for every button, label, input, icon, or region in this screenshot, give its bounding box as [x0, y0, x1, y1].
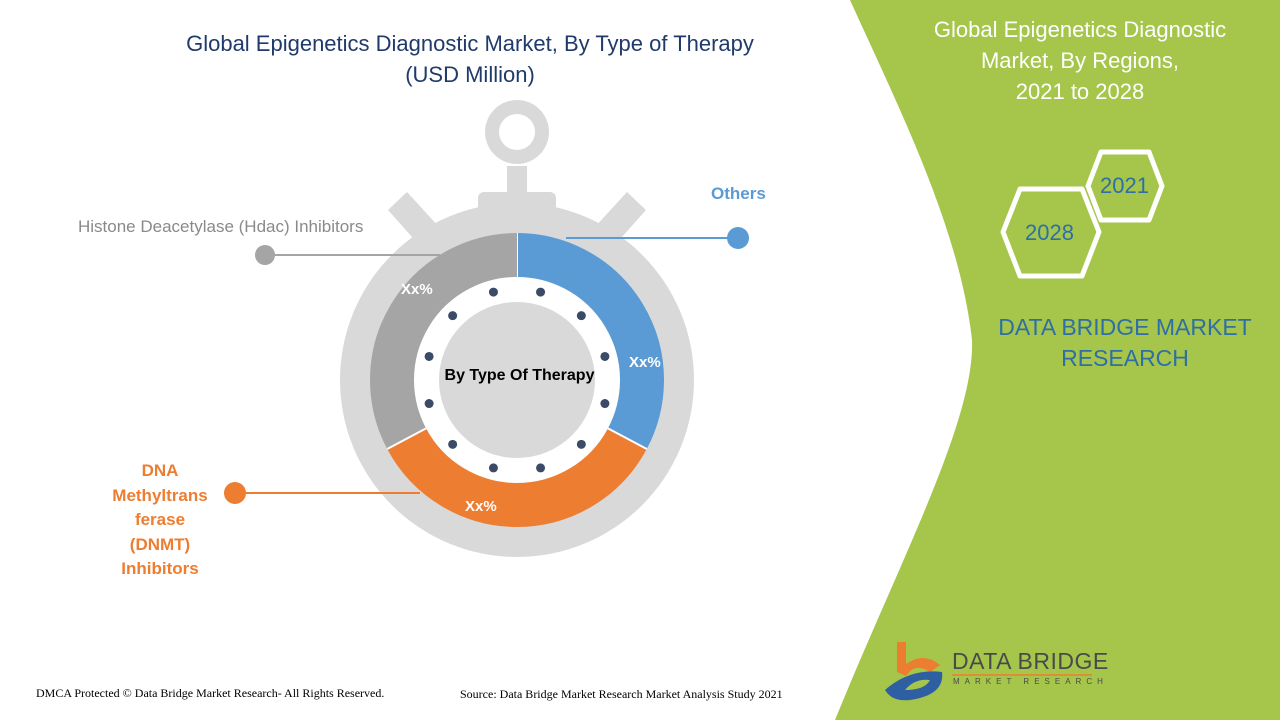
dial-tick-dot [536, 463, 546, 473]
data-label-dnmt: Xx% [465, 498, 497, 515]
title-line-1: Global Epigenetics Diagnostic Market, By… [186, 31, 754, 56]
center-disc [439, 302, 595, 458]
source-text: Source: Data Bridge Market Research Mark… [460, 687, 783, 701]
dial-tick-dot [448, 439, 458, 449]
hdac-marker [255, 245, 275, 265]
dial-tick-dot [536, 287, 546, 297]
green-panel [835, 0, 1280, 720]
data-label-others: Xx% [629, 354, 661, 371]
chart-title: Global Epigenetics Diagnostic Market, By… [130, 28, 810, 90]
regions-title: Global Epigenetics Diagnostic Market, By… [895, 14, 1265, 107]
regions-title-line-3: 2021 to 2028 [1015, 79, 1145, 104]
year-start-label: 2021 [1100, 173, 1149, 198]
brand-text: DATA BRIDGE MARKET RESEARCH [985, 312, 1265, 374]
logo-name: DATA BRIDGE [952, 648, 1109, 674]
dial-tick-dot [448, 311, 458, 321]
regions-title-line-2: Market, By Regions, [980, 48, 1180, 73]
dial-tick-dot [576, 439, 586, 449]
title-line-2: (USD Million) [405, 62, 535, 87]
legend-hdac: Histone Deacetylase (Hdac) Inhibitors [78, 217, 364, 236]
legend-others: Others [711, 184, 766, 203]
others-marker [727, 227, 749, 249]
segment-separator [607, 427, 648, 450]
dial-tick-dot [424, 351, 434, 361]
dial-tick-dot [488, 463, 498, 473]
data-label-hdac: Xx% [401, 281, 433, 298]
hexagon-2028 [1000, 186, 1102, 279]
regions-title-line-1: Global Epigenetics Diagnostic [933, 17, 1227, 42]
segment-dna-methyltransferase-dnmt-inhibitors [387, 427, 647, 527]
dial-tick-dot [576, 311, 586, 321]
dial-tick-dot [424, 399, 434, 409]
dial-tick-dot [600, 351, 610, 361]
dial-tick-dot [488, 287, 498, 297]
brand-line-1: DATA BRIDGE MARKET [998, 314, 1252, 340]
data-bridge-logo-icon [885, 642, 943, 701]
dnmt-line: DNA [141, 461, 179, 480]
legend-dnmt: DNA Methyltrans ferase (DNMT) Inhibitors [100, 459, 220, 582]
segment-separator [386, 427, 427, 450]
dnmt-line: Methyltrans [112, 485, 208, 505]
brand-line-2: RESEARCH [1061, 345, 1189, 371]
hexagon-2021 [1085, 149, 1165, 223]
dnmt-marker [224, 482, 246, 504]
logo-tagline: MARKET RESEARCH [953, 677, 1108, 686]
year-end-label: 2028 [1025, 220, 1074, 245]
dnmt-line: ferase [134, 510, 186, 529]
segment-others [516, 233, 664, 449]
segment-histone-deacetylase-hdac-inhibitors [370, 233, 518, 449]
dial-tick-dot [600, 399, 610, 409]
copyright-text: DMCA Protected © Data Bridge Market Rese… [36, 686, 385, 700]
dnmt-line: (DNMT) [129, 534, 191, 554]
center-label: By Type Of Therapy [444, 367, 595, 384]
dnmt-line: Inhibitors [121, 559, 199, 578]
